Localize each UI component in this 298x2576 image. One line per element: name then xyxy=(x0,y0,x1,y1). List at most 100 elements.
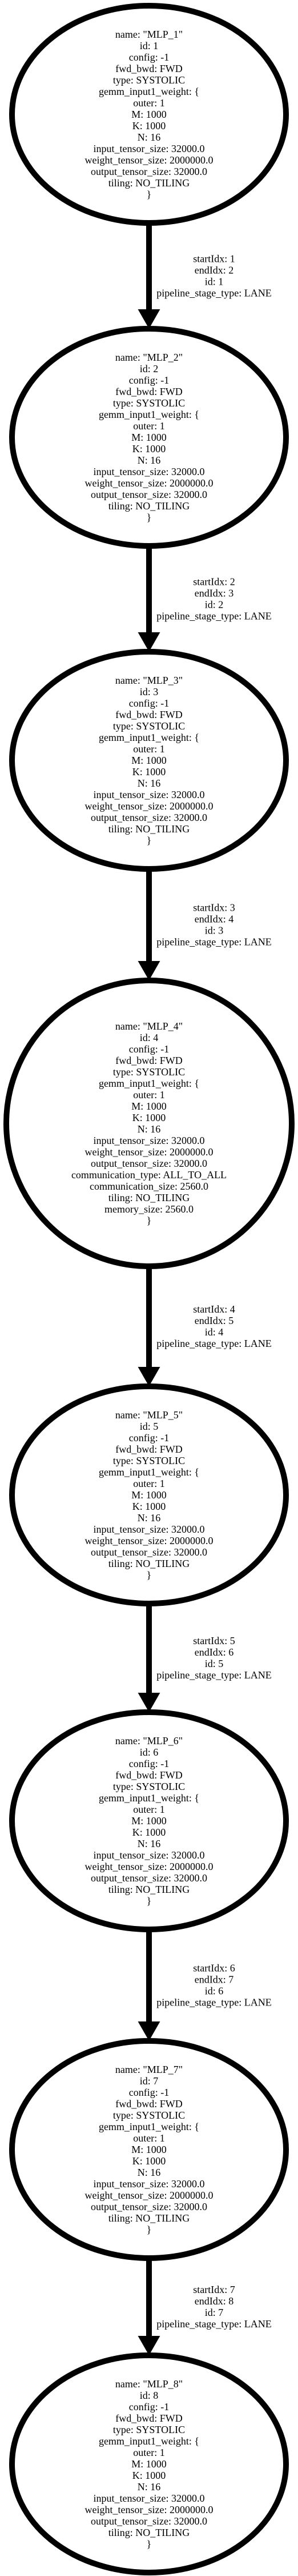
node-attr-line: gemm_input1_weight: { xyxy=(99,2435,199,2447)
node-attr-line: N: 16 xyxy=(138,1512,161,1524)
node-attr-line: K: 1000 xyxy=(132,1112,166,1123)
node-ellipse xyxy=(9,1709,289,1932)
node-attr-line: K: 1000 xyxy=(132,443,166,454)
node-attr-line: type: SYSTOLIC xyxy=(113,1455,185,1466)
node-name: name: "MLP_4" xyxy=(115,1020,183,1032)
node-attr-line: outer: 1 xyxy=(133,97,165,109)
node-attr-line: } xyxy=(147,189,152,200)
node-attr-line: outer: 1 xyxy=(133,743,165,755)
node-attr-line: weight_tensor_size: 2000000.0 xyxy=(85,2190,214,2201)
node-attr-line: input_tensor_size: 32000.0 xyxy=(94,2178,205,2190)
node-attr-line: output_tensor_size: 32000.0 xyxy=(91,166,207,177)
edge-label-line: pipeline_stage_type: LANE xyxy=(156,1997,271,2008)
arrow-head-icon xyxy=(138,2021,160,2041)
node-attr-line: K: 1000 xyxy=(132,2155,166,2167)
edge-label-line: endIdx: 5 xyxy=(195,1315,233,1326)
node-attr-line: weight_tensor_size: 2000000.0 xyxy=(85,2504,214,2515)
edge-label-line: endIdx: 2 xyxy=(195,265,233,276)
node-ellipse xyxy=(9,2352,289,2575)
edge-label-line: endIdx: 7 xyxy=(195,1974,233,1985)
edge-label-line: startIdx: 5 xyxy=(193,1635,235,1646)
arrow-head-icon xyxy=(138,1367,160,1387)
node-attr-line: } xyxy=(147,2224,152,2235)
edge-label-line: id: 2 xyxy=(205,599,224,611)
node-attr-line: N: 16 xyxy=(138,1123,161,1135)
node-attr-line: } xyxy=(147,1215,152,1226)
node-attr-line: output_tensor_size: 32000.0 xyxy=(91,2515,207,2527)
node-attr-line: config: -1 xyxy=(129,1432,169,1443)
node-attr-line: M: 1000 xyxy=(131,2144,167,2155)
node-attr-line: M: 1000 xyxy=(131,1489,167,1501)
node-attr-line: id: 1 xyxy=(140,40,159,51)
node-attr-line: output_tensor_size: 32000.0 xyxy=(91,812,207,823)
node-attr-line: type: SYSTOLIC xyxy=(113,1066,185,1078)
node-attr-line: config: -1 xyxy=(129,2087,169,2098)
edge-label-line: startIdx: 6 xyxy=(193,1963,235,1974)
arrow-head-icon xyxy=(138,961,160,981)
node-attr-line: output_tensor_size: 32000.0 xyxy=(91,489,207,500)
node-attr-line: N: 16 xyxy=(138,2167,161,2178)
node-attr-line: N: 16 xyxy=(138,777,161,789)
node-attr-line: tiling: NO_TILING xyxy=(108,823,190,835)
node-attr-line: output_tensor_size: 32000.0 xyxy=(91,1546,207,1558)
node-name: name: "MLP_1" xyxy=(115,29,183,40)
node-attr-line: input_tensor_size: 32000.0 xyxy=(94,1524,205,1535)
node-attr-line: gemm_input1_weight: { xyxy=(99,409,199,420)
node-ellipse xyxy=(9,326,289,549)
node-attr-line: config: -1 xyxy=(129,51,169,63)
node-attr-line: gemm_input1_weight: { xyxy=(99,86,199,97)
node-attr-line: input_tensor_size: 32000.0 xyxy=(94,1849,205,1861)
edge-label-line: pipeline_stage_type: LANE xyxy=(156,1669,271,1681)
node-attr-line: input_tensor_size: 32000.0 xyxy=(94,789,205,800)
node-attr-line: id: 6 xyxy=(140,1746,159,1758)
node-attr-line: M: 1000 xyxy=(131,432,167,443)
node-attr-line: outer: 1 xyxy=(133,1804,165,1815)
node-attr-line: outer: 1 xyxy=(133,1478,165,1489)
node-attr-line: fwd_bwd: FWD xyxy=(115,63,183,74)
node-attr-line: fwd_bwd: FWD xyxy=(115,2412,183,2424)
node-attr-line: } xyxy=(147,512,152,523)
node-attr-line: } xyxy=(147,1569,152,1581)
node-ellipse xyxy=(9,649,289,872)
node-attr-line: fwd_bwd: FWD xyxy=(115,1443,183,1455)
node-attr-line: fwd_bwd: FWD xyxy=(115,2098,183,2110)
node-attr-line: M: 1000 xyxy=(131,109,167,120)
node-attr-line: K: 1000 xyxy=(132,1827,166,1838)
node-attr-line: input_tensor_size: 32000.0 xyxy=(94,2493,205,2504)
edge-label-line: endIdx: 6 xyxy=(195,1646,233,1658)
node-attr-line: K: 1000 xyxy=(132,766,166,777)
edge-label-line: id: 4 xyxy=(205,1326,224,1338)
node-attr-line: M: 1000 xyxy=(131,1815,167,1827)
node-attr-line: K: 1000 xyxy=(132,2470,166,2481)
node-attr-line: config: -1 xyxy=(129,374,169,386)
node-attr-line: input_tensor_size: 32000.0 xyxy=(94,1135,205,1146)
node-attr-line: id: 8 xyxy=(140,2390,159,2401)
node-ellipse xyxy=(9,1383,289,1606)
node-name: name: "MLP_8" xyxy=(115,2378,183,2390)
node-attr-line: id: 4 xyxy=(140,1032,159,1043)
edge-label-line: pipeline_stage_type: LANE xyxy=(156,2318,271,2330)
node-attr-line: K: 1000 xyxy=(132,120,166,131)
node-attr-line: gemm_input1_weight: { xyxy=(99,1466,199,1478)
node-name: name: "MLP_5" xyxy=(115,1409,183,1421)
node-attr-line: } xyxy=(147,2538,152,2550)
node-attr-line: id: 7 xyxy=(140,2075,159,2087)
node-attr-line: weight_tensor_size: 2000000.0 xyxy=(85,1146,214,1158)
node-attr-line: fwd_bwd: FWD xyxy=(115,386,183,397)
node-attr-line: weight_tensor_size: 2000000.0 xyxy=(85,1861,214,1872)
arrow-head-icon xyxy=(138,2336,160,2356)
node-attr-line: output_tensor_size: 32000.0 xyxy=(91,2201,207,2212)
node-attr-line: config: -1 xyxy=(129,1758,169,1769)
node-attr-line: output_tensor_size: 32000.0 xyxy=(91,1872,207,1884)
node-attr-line: tiling: NO_TILING xyxy=(108,1884,190,1895)
node-attr-line: input_tensor_size: 32000.0 xyxy=(94,143,205,154)
arrow-head-icon xyxy=(138,632,160,652)
